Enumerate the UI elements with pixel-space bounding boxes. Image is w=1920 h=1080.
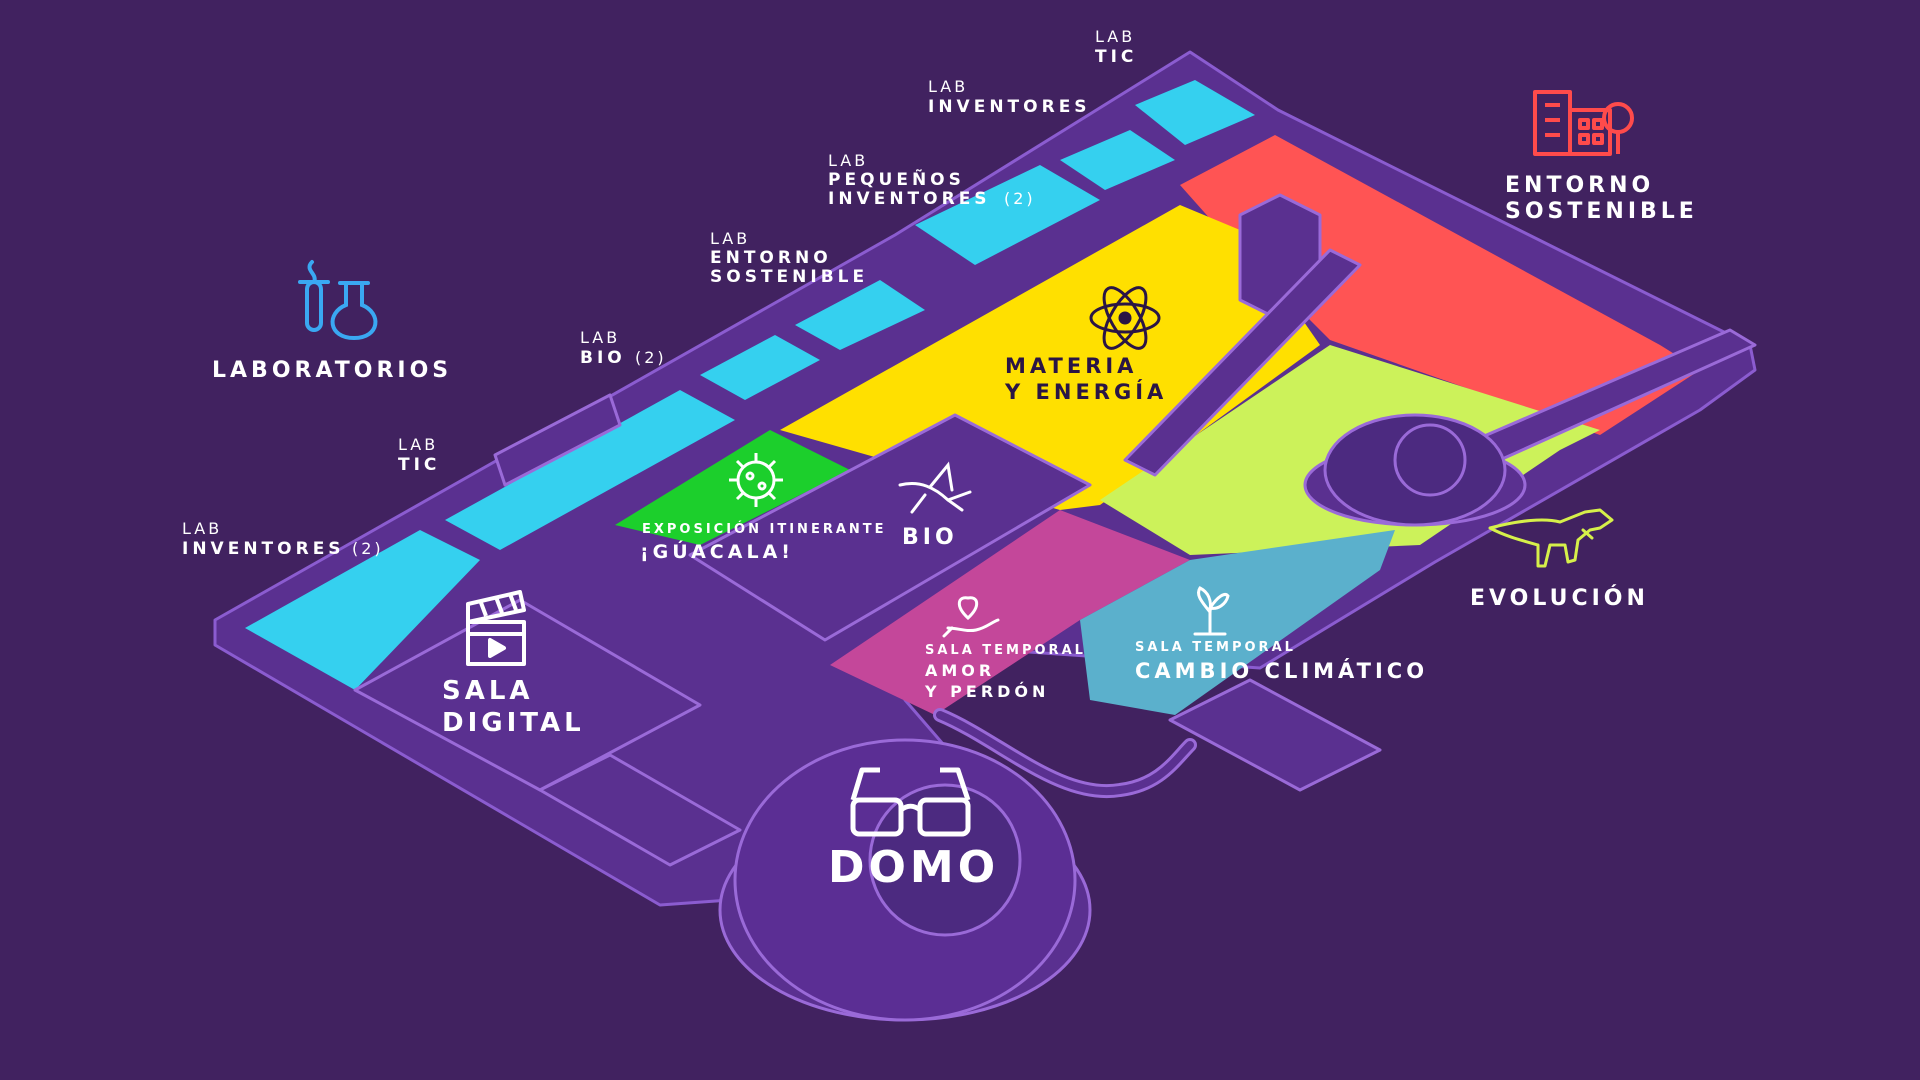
svg-text:PEQUEÑOS: PEQUEÑOS [828, 167, 965, 190]
zone-lab-tic-top[interactable] [1135, 80, 1255, 145]
zone-lab-pequenos[interactable] [915, 165, 1100, 265]
svg-text:LAB: LAB [580, 328, 620, 347]
svg-text:Y ENERGÍA: Y ENERGÍA [1004, 379, 1167, 404]
svg-text:ENTORNO: ENTORNO [710, 248, 832, 268]
svg-text:EXPOSICIÓN ITINERANTE: EXPOSICIÓN ITINERANTE [642, 521, 887, 537]
svg-text:LAB: LAB [928, 77, 968, 96]
zone-lab-bio[interactable] [700, 335, 820, 400]
label-cambio-climatico[interactable]: SALA TEMPORAL CAMBIO CLIMÁTICO [1135, 640, 1428, 683]
label-lab-inventores-left[interactable]: LAB INVENTORES (2) [182, 519, 384, 559]
label-laboratorios[interactable]: LABORATORIOS [212, 358, 452, 383]
label-sala-digital[interactable]: SALA DIGITAL [442, 676, 585, 738]
svg-text:(2): (2) [352, 539, 384, 558]
svg-text:CAMBIO CLIMÁTICO: CAMBIO CLIMÁTICO [1135, 658, 1428, 683]
svg-text:DIGITAL: DIGITAL [442, 708, 585, 738]
bio-room-block [688, 413, 1092, 642]
lower-rooms-block [538, 753, 742, 867]
clapperboard-icon [466, 590, 526, 666]
sala-digital-block [353, 598, 702, 792]
svg-text:AMOR: AMOR [925, 661, 995, 680]
virus-icon [729, 453, 783, 507]
svg-text:INVENTORES: INVENTORES [182, 539, 345, 559]
svg-text:SOSTENIBLE: SOSTENIBLE [710, 267, 868, 287]
zone-lab-tic-left[interactable] [445, 390, 735, 550]
zone-lab-entorno[interactable] [795, 280, 925, 350]
svg-text:LAB: LAB [1095, 27, 1135, 46]
label-domo[interactable]: DOMO [828, 842, 999, 893]
sprout-icon [1193, 586, 1230, 636]
domo-dome[interactable] [718, 738, 1092, 1022]
heart-hand-icon [942, 596, 1000, 638]
zone-amor-perdon[interactable] [830, 510, 1190, 715]
svg-text:ENTORNO: ENTORNO [1505, 173, 1654, 198]
svg-text:SOSTENIBLE: SOSTENIBLE [1505, 199, 1698, 224]
label-bio[interactable]: BIO [902, 525, 958, 550]
dinosaur-icon [1488, 508, 1614, 568]
atom-icon [1089, 286, 1161, 350]
zone-cambio-climatico[interactable] [1080, 530, 1395, 715]
svg-text:Y PERDÓN: Y PERDÓN [924, 682, 1049, 701]
svg-text:(2): (2) [635, 348, 667, 367]
svg-text:LAB: LAB [710, 229, 750, 248]
svg-text:INVENTORES: INVENTORES [828, 189, 991, 209]
svg-text:INVENTORES: INVENTORES [928, 97, 1091, 117]
label-materia-energia[interactable]: MATERIA Y ENERGÍA [1004, 354, 1167, 404]
svg-text:TIC: TIC [398, 455, 440, 475]
svg-text:¡GÚACALA!: ¡GÚACALA! [640, 539, 794, 563]
sustainable-building-icon [1533, 90, 1634, 156]
label-entorno-sostenible[interactable]: ENTORNO SOSTENIBLE [1505, 173, 1698, 224]
label-lab-bio[interactable]: LAB BIO (2) [580, 328, 667, 368]
label-amor-perdon[interactable]: SALA TEMPORAL AMOR Y PERDÓN [924, 643, 1086, 701]
svg-text:SALA TEMPORAL: SALA TEMPORAL [925, 643, 1086, 658]
zone-guacala[interactable] [615, 430, 850, 545]
small-dome-window [1393, 423, 1467, 497]
hummingbird-icon [898, 461, 972, 514]
svg-text:MATERIA: MATERIA [1005, 354, 1137, 378]
label-guacala[interactable]: EXPOSICIÓN ITINERANTE ¡GÚACALA! [640, 521, 887, 563]
label-lab-entorno[interactable]: LAB ENTORNO SOSTENIBLE [710, 229, 868, 287]
label-lab-inventores-top[interactable]: LAB INVENTORES [928, 77, 1091, 117]
svg-text:LAB: LAB [398, 435, 438, 454]
svg-text:BIO: BIO [580, 348, 626, 368]
flask-icon [298, 260, 378, 341]
svg-text:LAB: LAB [182, 519, 222, 538]
small-dome [1303, 413, 1527, 527]
label-evolucion[interactable]: EVOLUCIÓN [1470, 585, 1649, 611]
svg-text:(2): (2) [1004, 189, 1036, 208]
label-lab-tic-top[interactable]: LAB TIC [1095, 27, 1137, 67]
3d-glasses-icon [850, 767, 971, 837]
label-lab-tic-left[interactable]: LAB TIC [398, 435, 440, 475]
left-corridor-wall [493, 393, 622, 487]
svg-text:TIC: TIC [1095, 47, 1137, 67]
zone-lab-inventores-top[interactable] [1060, 130, 1175, 190]
small-dome-shell [1323, 413, 1507, 527]
domo-window [868, 783, 1022, 937]
entrance-block [1168, 678, 1382, 792]
label-lab-pequenos[interactable]: LAB PEQUEÑOS INVENTORES (2) [828, 151, 1036, 209]
svg-text:SALA TEMPORAL: SALA TEMPORAL [1135, 640, 1296, 655]
walkway-path-inner [936, 711, 1194, 796]
interior-walls [353, 193, 1757, 867]
svg-text:SALA: SALA [442, 676, 534, 706]
svg-text:LAB: LAB [828, 151, 868, 170]
ramp-structure [1123, 248, 1362, 477]
zone-lab-inventores-left[interactable] [245, 530, 480, 690]
